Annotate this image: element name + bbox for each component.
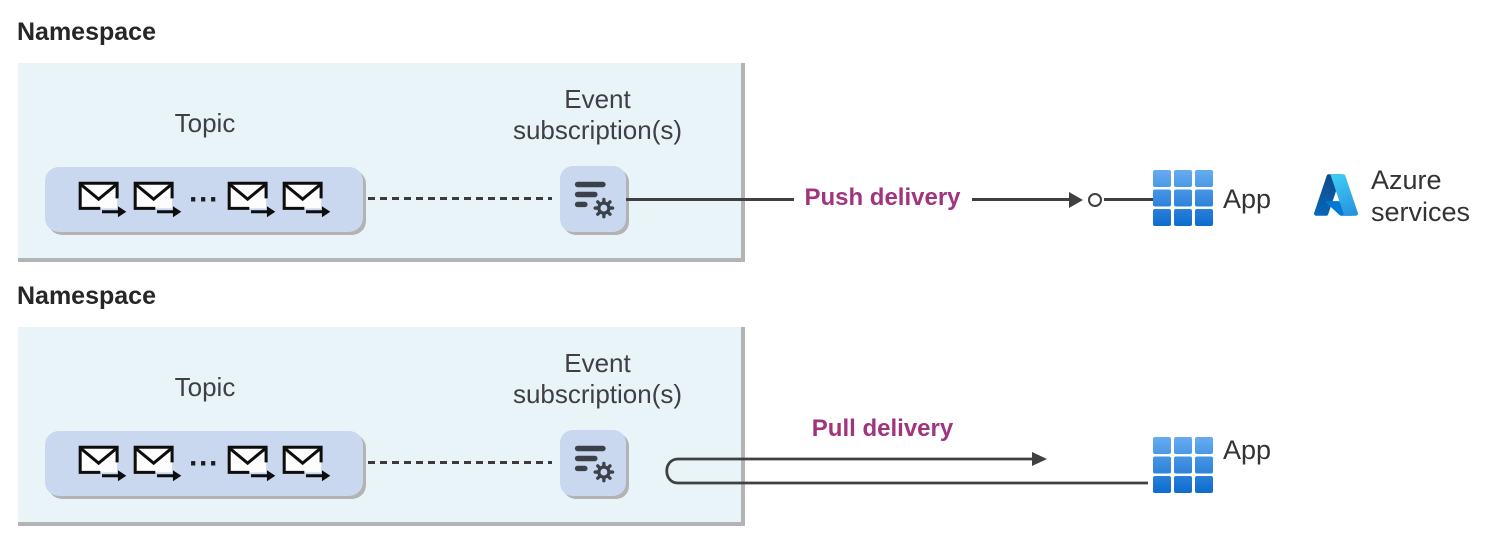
- push-connector-line-right: [972, 198, 1069, 201]
- arrowhead-icon: [1032, 452, 1047, 466]
- app-label: App: [1223, 184, 1272, 214]
- envelope-arrow-icon: [131, 442, 183, 486]
- topic-label: Topic: [174, 108, 236, 138]
- namespace-title: Namespace: [17, 18, 156, 46]
- app-label: App: [1223, 435, 1272, 465]
- app-grid-icon: [1153, 170, 1213, 226]
- envelope-arrow-icon: [76, 442, 128, 486]
- event-subscription-icon: [560, 166, 626, 232]
- event-subscription-label-line1: Event: [564, 348, 631, 378]
- event-subscription-icon: [560, 430, 626, 496]
- envelope-arrow-icon: [76, 178, 128, 222]
- push-delivery-label: Push delivery: [804, 184, 961, 211]
- azure-services-label: Azure services: [1371, 164, 1470, 228]
- dashed-connector: [368, 197, 552, 200]
- azure-services-label-line2: services: [1371, 197, 1471, 227]
- push-connector-line-left: [626, 198, 794, 201]
- event-subscription-label-line1: Event: [564, 84, 631, 114]
- azure-logo-icon: [1312, 168, 1360, 222]
- envelope-arrow-icon: [225, 442, 277, 486]
- webhook-circle-icon: [1088, 192, 1102, 207]
- filter-gear-icon: [564, 170, 622, 228]
- envelope-arrow-icon: [225, 178, 277, 222]
- event-subscription-label: Event subscription(s): [505, 84, 690, 146]
- push-connector-line-to-app: [1104, 198, 1153, 201]
- topic-label: Topic: [174, 372, 236, 402]
- topic-pill: ···: [45, 431, 363, 496]
- topic-pill: ···: [45, 167, 363, 232]
- envelope-arrow-icon: [131, 178, 183, 222]
- ellipsis: ···: [189, 182, 219, 216]
- envelope-arrow-icon: [280, 178, 332, 222]
- pull-loop-arrow: [665, 452, 1148, 485]
- azure-services-label-line1: Azure: [1371, 165, 1442, 195]
- ellipsis: ···: [189, 446, 219, 480]
- namespace-title: Namespace: [17, 282, 156, 310]
- pull-delivery-label: Pull delivery: [811, 415, 954, 442]
- dashed-connector: [368, 461, 552, 464]
- event-subscription-label-line2: subscription(s): [512, 379, 683, 409]
- filter-gear-icon: [564, 434, 622, 492]
- event-subscription-label: Event subscription(s): [505, 348, 690, 410]
- envelope-arrow-icon: [280, 442, 332, 486]
- arrowhead-icon: [1069, 191, 1083, 208]
- event-subscription-label-line2: subscription(s): [512, 115, 683, 145]
- app-grid-icon: [1153, 437, 1213, 493]
